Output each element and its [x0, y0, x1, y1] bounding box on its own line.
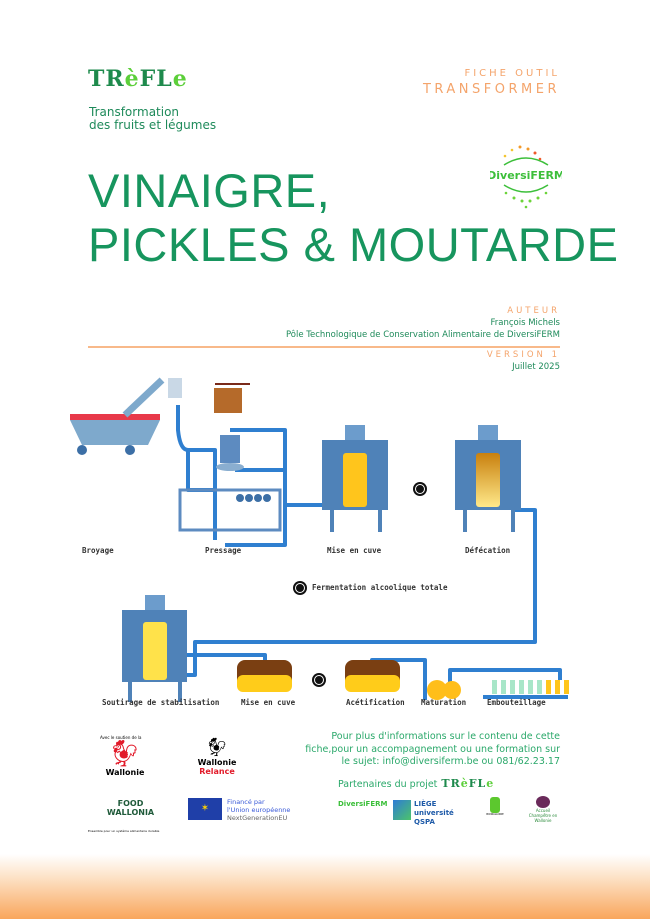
- uliege-text: LIÈGE université QSPA: [414, 800, 454, 826]
- relance-text1: Wallonie: [197, 758, 237, 767]
- eu-text3: NextGenerationEU: [227, 814, 288, 822]
- step-label: Soutirage de stabilisation: [102, 698, 220, 707]
- trefle-logo: TRèFLe: [88, 66, 188, 92]
- svg-text:DiversiFERM: DiversiFERM: [490, 169, 562, 182]
- bottling-line: [483, 680, 569, 699]
- rooster-icon: 🐓︎: [205, 737, 229, 758]
- uliege-mark-icon: [393, 800, 411, 820]
- accueil-mark-icon: [536, 796, 550, 808]
- barrel-acetification: [345, 660, 400, 692]
- maturation-flasks: [427, 680, 461, 700]
- subtitle-line1: Transformation: [89, 105, 180, 119]
- fiche-label: FICHE OUTIL: [464, 68, 560, 79]
- tank-soutirage: [122, 595, 187, 702]
- wallonie-caption: Avec le soutien de la: [100, 735, 142, 740]
- step-label: Broyage: [82, 546, 114, 555]
- footer-gradient: [0, 854, 650, 919]
- step-label: Mise en cuve: [241, 698, 296, 707]
- step-label: Acétification: [346, 698, 405, 707]
- wallonie-relance-logo: 🐓︎ Wallonie Relance: [192, 737, 242, 777]
- food-caption: Ensemble pour un système alimentaire dur…: [88, 829, 160, 833]
- eu-text2: l'Union européenne: [227, 806, 291, 814]
- title-line1: VINAIGRE,: [88, 164, 331, 217]
- wallonie-logo: Avec le soutien de la 🐓︎ Wallonie: [100, 735, 150, 777]
- subtitle-line2: des fruits et légumes: [89, 118, 217, 132]
- timer-icon: [312, 673, 326, 687]
- step-label: Mise en cuve: [327, 546, 382, 555]
- partners-heading: Partenaires du projet TRèFLe: [338, 777, 495, 790]
- partner-accueil-champetre: Accueil Champêtre en Wallonie: [525, 796, 561, 823]
- step-label: Défécation: [465, 546, 511, 555]
- contact-line2: fiche,pour un accompagnement ou une form…: [305, 743, 560, 755]
- date: Juillet 2025: [512, 362, 560, 372]
- version-label: VERSION 1: [486, 350, 560, 360]
- author-label: AUTEUR: [507, 306, 560, 316]
- partner-biowallonie: BIOWALLONIE: [485, 797, 505, 816]
- relance-text2: Relance: [199, 767, 235, 776]
- category-label: TRANSFORMER: [422, 82, 560, 97]
- timer-icon: [413, 482, 427, 496]
- eu-text1: Financé par: [227, 798, 265, 806]
- partner-diversiferm: DiversiFERM: [338, 800, 388, 808]
- timer-icon: [293, 581, 307, 595]
- author-org: Pôle Technologique de Conservation Alime…: [285, 330, 560, 340]
- broyage-machine: [70, 377, 182, 455]
- barrel-mise-en-cuve: [237, 660, 292, 692]
- partner-uliege: LIÈGE université QSPA: [393, 800, 469, 827]
- eu-flag-icon: ✶: [188, 798, 222, 820]
- contact-line1: Pour plus d'informations sur le contenu …: [331, 731, 560, 742]
- wallonie-text: Wallonie: [105, 768, 145, 777]
- tank-defecation: [455, 425, 521, 532]
- rooster-icon: 🐓︎: [108, 739, 142, 769]
- step-label: Maturation: [421, 698, 467, 707]
- contact-line3: le sujet: info@diversiferm.be ou 081/62.…: [341, 756, 560, 767]
- diversiferm-logo: DiversiFERM: [487, 143, 565, 209]
- biowallonie-text: BIOWALLONIE: [486, 813, 504, 816]
- press-machine: [178, 383, 282, 532]
- food-text2: WALLONIA: [106, 808, 155, 817]
- tank-mise-en-cuve: [322, 425, 388, 532]
- title-line2: PICKLES & MOUTARDE: [88, 218, 619, 271]
- step-label: Embouteillage: [487, 698, 546, 707]
- process-diagram: [70, 377, 569, 702]
- contact-info: Pour plus d'informations sur le contenu …: [305, 731, 560, 769]
- divider: [88, 346, 560, 348]
- author-name: François Michels: [490, 318, 560, 328]
- food-text1: FOOD: [117, 799, 144, 808]
- fermentation-label: Fermentation alcoolique totale: [312, 583, 448, 592]
- accueil-text: Accueil Champêtre en Wallonie: [528, 808, 558, 823]
- partners-label: Partenaires du projet: [338, 779, 438, 790]
- step-label: Pressage: [205, 546, 242, 555]
- biowallonie-mark-icon: [490, 797, 500, 813]
